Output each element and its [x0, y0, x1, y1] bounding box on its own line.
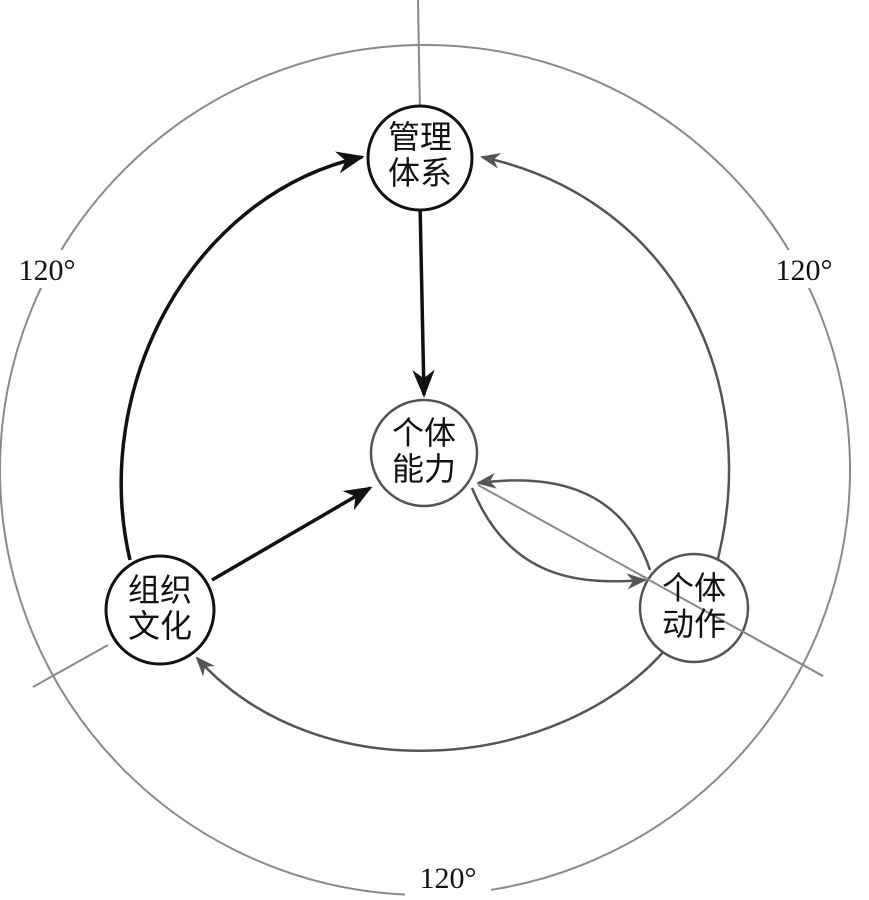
node-culture-label-line2: 文化 [128, 607, 192, 645]
node-ability-label-line2: 能力 [392, 450, 456, 488]
angle-label-left: 120° [19, 254, 76, 287]
arrow-action-to-ability [476, 472, 652, 571]
node-ability-circle [369, 398, 479, 508]
arrow-ability-to-action [470, 487, 647, 590]
node-ability-label-line1: 个体 [392, 414, 456, 452]
node-action-label-line1: 个体 [662, 569, 726, 607]
arrow-action-to-culture [195, 649, 666, 752]
angle-label-right: 120° [776, 254, 833, 287]
arrow-action-to-management [480, 153, 731, 571]
angle-label-gap-left [10, 250, 86, 288]
divider-line-left [32, 644, 109, 688]
angle-label-bottom: 120° [420, 862, 477, 895]
angle-label-gap-right [765, 250, 841, 288]
arrow-management-to-ability [412, 202, 435, 398]
divider-line-top [417, 0, 421, 116]
node-action-label-line2: 动作 [662, 605, 726, 643]
node-culture-label-line1: 组织 [128, 571, 192, 609]
divider-line-right-over-node [639, 574, 824, 677]
arrow-culture-to-management [119, 151, 365, 561]
arrow-culture-to-ability [211, 486, 373, 582]
angle-label-gap-bottom [405, 858, 491, 898]
node-management-label-line1: 管理 [388, 118, 452, 156]
node-culture-circle [104, 554, 216, 666]
node-management-circle [366, 104, 474, 212]
node-action-circle [638, 552, 750, 664]
node-management-label-line2: 体系 [388, 154, 452, 192]
